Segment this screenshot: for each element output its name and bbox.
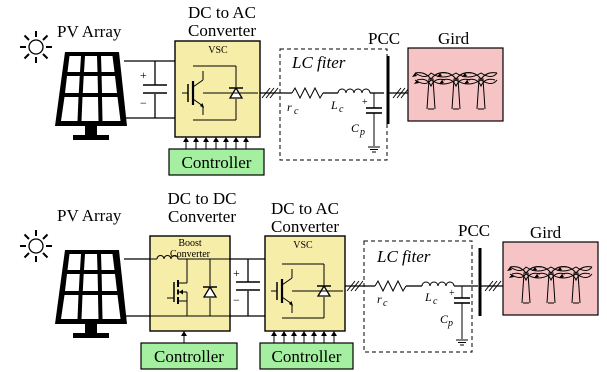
- pv-array-label: PV Array: [57, 22, 122, 41]
- shunt-capacitor-icon: + C p: [351, 93, 382, 153]
- vsc-label: VSC: [293, 240, 313, 251]
- lc-label: L: [330, 98, 338, 112]
- controller-signal-arrows: [183, 137, 249, 149]
- ground-icon: [455, 339, 469, 346]
- boost-label-line2: Converter: [170, 249, 211, 260]
- dc-link-capacitor-icon: + −: [140, 68, 167, 110]
- intermediate-dc-link: + −: [230, 258, 265, 317]
- rc-label: r: [377, 292, 382, 306]
- controller-block-dcac: Controller: [259, 342, 354, 370]
- lc-label: L: [424, 290, 432, 304]
- cp-label: C: [351, 121, 360, 135]
- cp-subscript: p: [447, 318, 453, 329]
- controller-block-dcdc: Controller: [140, 342, 238, 370]
- dcdc-controller-arrow: [181, 331, 187, 343]
- controller-signal-arrows: [271, 331, 337, 343]
- grid-connection-line: [388, 87, 410, 99]
- controller-label-dcdc: Controller: [154, 347, 224, 366]
- grid-block: [407, 47, 504, 122]
- converter-title-line1: DC to AC: [188, 3, 256, 22]
- rc-subscript: c: [383, 298, 388, 309]
- inductor-icon: L c: [330, 88, 371, 115]
- lc-subscript: c: [433, 296, 438, 307]
- cp-label: C: [440, 312, 449, 326]
- rc-subscript: c: [294, 106, 299, 117]
- ac-output-line: [345, 280, 375, 292]
- solar-panel-icon: [55, 250, 127, 338]
- lc-filter-boundary: [363, 240, 473, 353]
- converter-title-line2: Converter: [188, 21, 256, 40]
- grid-label: Gird: [530, 223, 562, 242]
- ac-output-line: [260, 87, 292, 99]
- minus-sign: −: [233, 293, 240, 307]
- dcac-title-line1: DC to AC: [271, 199, 339, 218]
- cp-plus-sign: +: [449, 288, 455, 299]
- shunt-capacitor-icon: + C p: [440, 286, 470, 346]
- solar-panel-icon: [55, 52, 127, 140]
- lc-subscript: c: [339, 104, 344, 115]
- dcdc-title-line2: Converter: [168, 207, 236, 226]
- resistor-icon: r c: [287, 86, 324, 117]
- vsc-label: VSC: [208, 45, 228, 56]
- cp-plus-sign: +: [362, 97, 368, 108]
- pcc-label: PCC: [458, 221, 490, 240]
- dc-ac-converter-box: VSC: [264, 235, 346, 332]
- boost-label-line1: Boost: [178, 238, 202, 249]
- bottom-diagram: PV Array DC to DC Converter Boost Conver…: [19, 189, 599, 370]
- controller-block: Controller: [168, 148, 265, 176]
- rc-label: r: [287, 100, 292, 114]
- dc-ac-converter-box: VSC: [174, 40, 261, 138]
- sun-icon: [19, 229, 53, 263]
- top-diagram: PV Array + − DC to AC Converter VSC: [19, 3, 504, 176]
- grid-block: [502, 241, 599, 316]
- pcc-label: PCC: [368, 29, 400, 48]
- grid-connection-line: [480, 280, 503, 292]
- dcdc-title-line1: DC to DC: [168, 189, 237, 208]
- lc-filter-label: LC fiter: [376, 247, 431, 266]
- controller-label-dcac: Controller: [272, 347, 342, 366]
- pv-to-dcdc-wiring: [124, 258, 150, 317]
- dc-dc-converter-box: Boost Converter: [149, 235, 231, 332]
- dc-link-wiring: [124, 60, 175, 119]
- plus-sign: +: [233, 266, 240, 280]
- pv-array-label: PV Array: [57, 206, 122, 225]
- plus-sign: +: [140, 68, 147, 82]
- inductor-icon: L c: [421, 281, 455, 307]
- ground-icon: [367, 146, 381, 153]
- resistor-icon: r c: [374, 279, 407, 309]
- controller-label: Controller: [182, 153, 252, 172]
- lc-filter-label: LC fiter: [291, 53, 346, 72]
- grid-label: Gird: [438, 29, 470, 48]
- cp-subscript: p: [359, 127, 365, 138]
- minus-sign: −: [140, 96, 147, 110]
- dcac-title-line2: Converter: [271, 217, 339, 236]
- sun-icon: [19, 30, 53, 64]
